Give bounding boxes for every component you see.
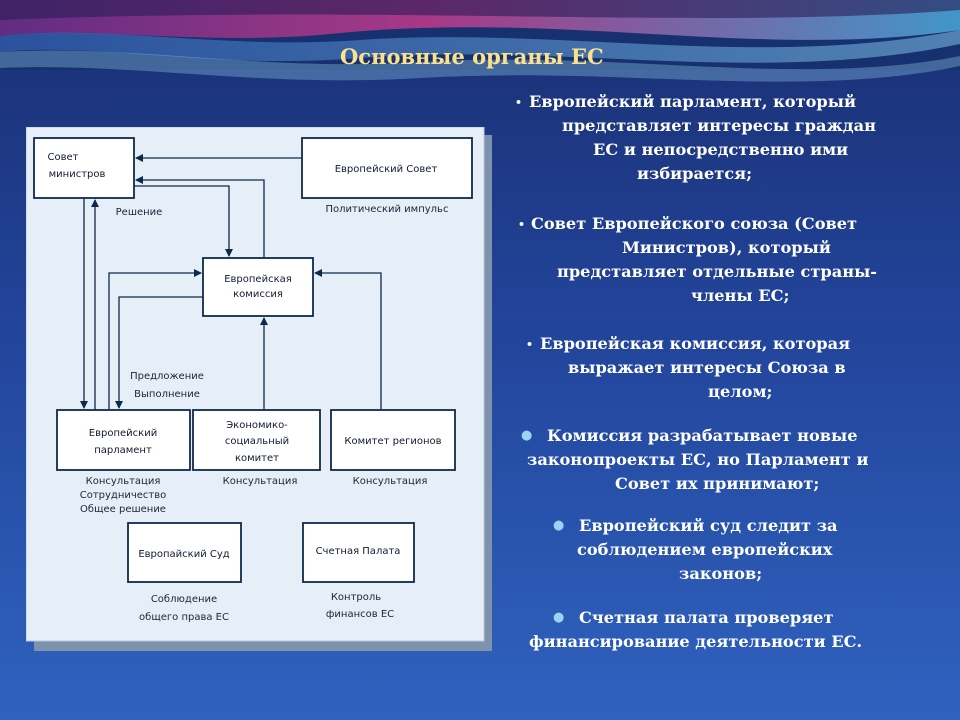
label-court-of-auditors: Счетная Палата xyxy=(316,546,401,557)
arrow-parliament-to-commission xyxy=(108,269,202,410)
bullet-item: ● Комиссия разрабатывает новые законопро… xyxy=(521,426,869,493)
label-parliament-2: парламент xyxy=(94,445,152,456)
box-european-parliament xyxy=(56,409,191,471)
box-council-of-ministers xyxy=(33,137,135,199)
box-court-of-justice xyxy=(127,522,242,583)
label-decision: Решение xyxy=(116,207,163,218)
slide-title: Основные органы ЕС xyxy=(340,44,604,69)
bullet-dot-icon: • xyxy=(526,338,534,351)
bullet-item: ● Европейский суд следит за соблюдением … xyxy=(553,516,838,583)
label-regions-role: Консультация xyxy=(353,476,428,487)
label-audit-role-1: Контроль xyxy=(331,592,381,603)
label-parliament-role-1: Консультация xyxy=(86,476,161,487)
label-council-of-ministers-1: Совет xyxy=(48,152,79,163)
label-ecosoc-2: социальный xyxy=(225,436,289,447)
label-european-council: Европейский Совет xyxy=(335,164,438,175)
box-ecosoc xyxy=(192,409,321,471)
box-european-council xyxy=(301,137,473,199)
label-court-of-justice: Европайский Суд xyxy=(138,549,229,560)
box-committee-of-regions xyxy=(330,409,456,471)
label-parliament-role-2: Сотрудничество xyxy=(80,490,167,501)
arrow-ministers-to-commission xyxy=(134,185,233,257)
bullet-dot-icon: • xyxy=(518,218,526,231)
bullet-dot-icon: ● xyxy=(553,518,565,533)
label-court-role-2: общего права ЕС xyxy=(139,612,229,623)
eu-institutions-diagram: Совет министров Европейский Совет Европе… xyxy=(26,127,492,651)
arrow-commission-to-parliament xyxy=(115,296,203,409)
bullet-dot-icon: • xyxy=(515,96,523,109)
box-court-of-auditors xyxy=(302,522,415,583)
label-court-role-1: Соблюдение xyxy=(151,594,217,605)
bullet-item: ● Счетная палата проверяет финансировани… xyxy=(529,608,863,651)
bullet-item: • Европейский парламент, который предста… xyxy=(515,92,876,183)
bullet-item: • Совет Европейского союза (Совет Минист… xyxy=(518,214,878,305)
label-audit-role-2: финансов ЕС xyxy=(326,609,394,620)
bullet-list: • Европейский парламент, который предста… xyxy=(505,90,953,660)
label-ecosoc-role: Консультация xyxy=(223,476,298,487)
arrow-regions-to-commission xyxy=(314,269,382,410)
label-parliament-1: Европейский xyxy=(89,428,157,439)
arrow-commission-to-ministers xyxy=(135,176,265,258)
label-political-impulse: Политический импульс xyxy=(326,204,449,215)
bullet-item: • Европейская комиссия, которая выражает… xyxy=(526,334,851,401)
label-committee-of-regions: Комитет регионов xyxy=(344,436,441,447)
label-execution: Выполнение xyxy=(134,389,200,400)
label-commission-1: Европейская xyxy=(224,274,292,285)
label-ecosoc-3: комитет xyxy=(235,453,279,464)
label-proposal: Предложение xyxy=(130,371,204,382)
box-european-commission xyxy=(202,257,314,317)
label-council-of-ministers-2: министров xyxy=(49,169,106,180)
label-commission-2: комиссия xyxy=(233,289,283,300)
label-parliament-role-3: Общее решение xyxy=(80,504,166,515)
bullet-dot-icon: ● xyxy=(521,428,533,443)
label-ecosoc-1: Экономико- xyxy=(226,420,288,431)
bullet-dot-icon: ● xyxy=(553,610,565,625)
